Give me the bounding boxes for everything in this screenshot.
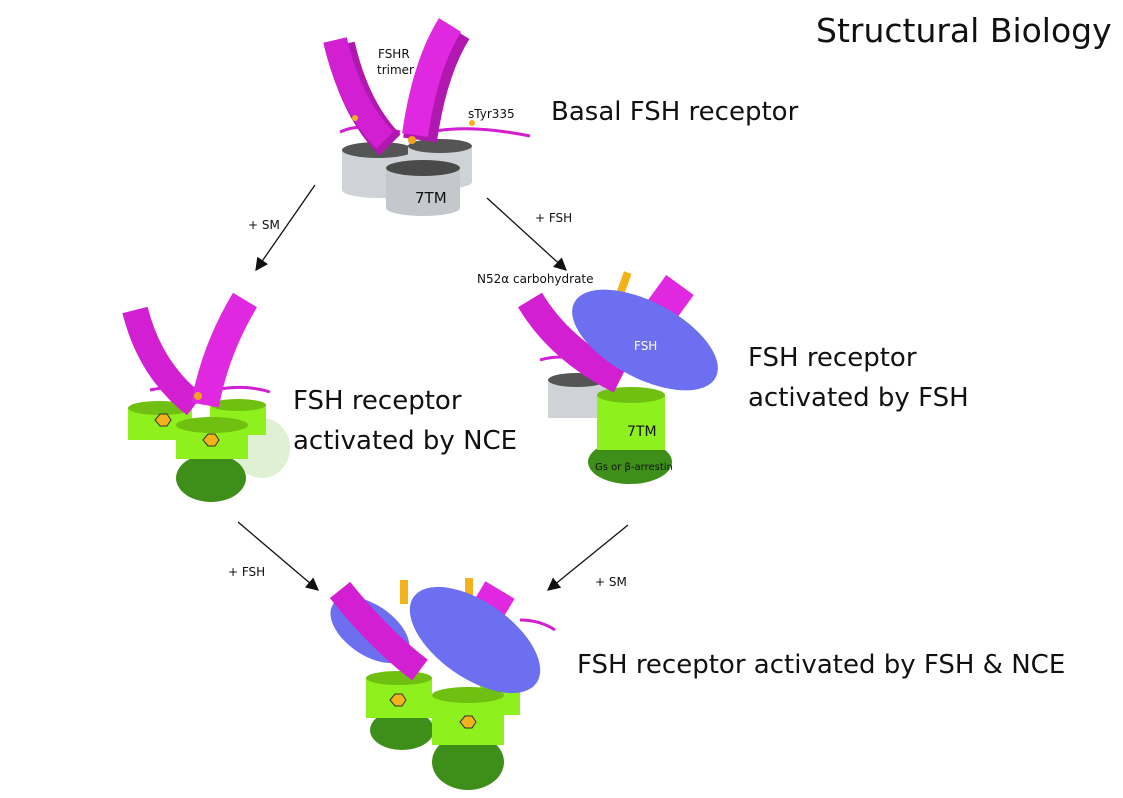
arrow-basal-to-nce	[255, 184, 316, 272]
tm-label: 7TM	[415, 189, 447, 207]
basal-receptor-figure: FSHR trimer sTyr335 7TM	[323, 18, 531, 216]
nce-receptor-figure	[122, 292, 290, 502]
fsh-hormone-label: FSH	[634, 339, 657, 353]
sulfotyrosine-label: sTyr335	[468, 107, 515, 121]
fsh-receptor-figure: FSH N52α carbohydrate 7TM Gs or β-arrest…	[477, 271, 718, 484]
trimer-label: trimer	[377, 63, 414, 77]
arrow-fsh-to-both	[546, 524, 629, 591]
fsh-nce-state-label: FSH receptor activated by FSH & NCE	[577, 650, 1065, 680]
arrow-basal-to-fsh	[486, 197, 567, 271]
nce-state-label: activated by NCE	[293, 426, 517, 456]
arrow-label: + FSH	[228, 565, 265, 579]
basal-state-label: Basal FSH receptor	[551, 97, 799, 127]
tm-cylinder	[342, 139, 472, 216]
arrow-label: + SM	[595, 575, 627, 589]
page-title: Structural Biology	[816, 11, 1112, 50]
effector-label: Gs or β-arrestin	[595, 462, 673, 473]
arrow-label: + SM	[248, 218, 280, 232]
arrow-label: + FSH	[535, 211, 572, 225]
trimer-label: FSHR	[378, 47, 410, 61]
fsh-state-label: FSH receptor	[748, 343, 917, 373]
fsh-state-label: activated by FSH	[748, 383, 969, 413]
fsh-nce-receptor-figure	[329, 578, 556, 790]
carbohydrate-label: N52α carbohydrate	[477, 272, 594, 286]
tm-label: 7TM	[627, 424, 657, 440]
arrow-nce-to-both	[237, 521, 319, 591]
nce-state-label: FSH receptor	[293, 386, 462, 416]
